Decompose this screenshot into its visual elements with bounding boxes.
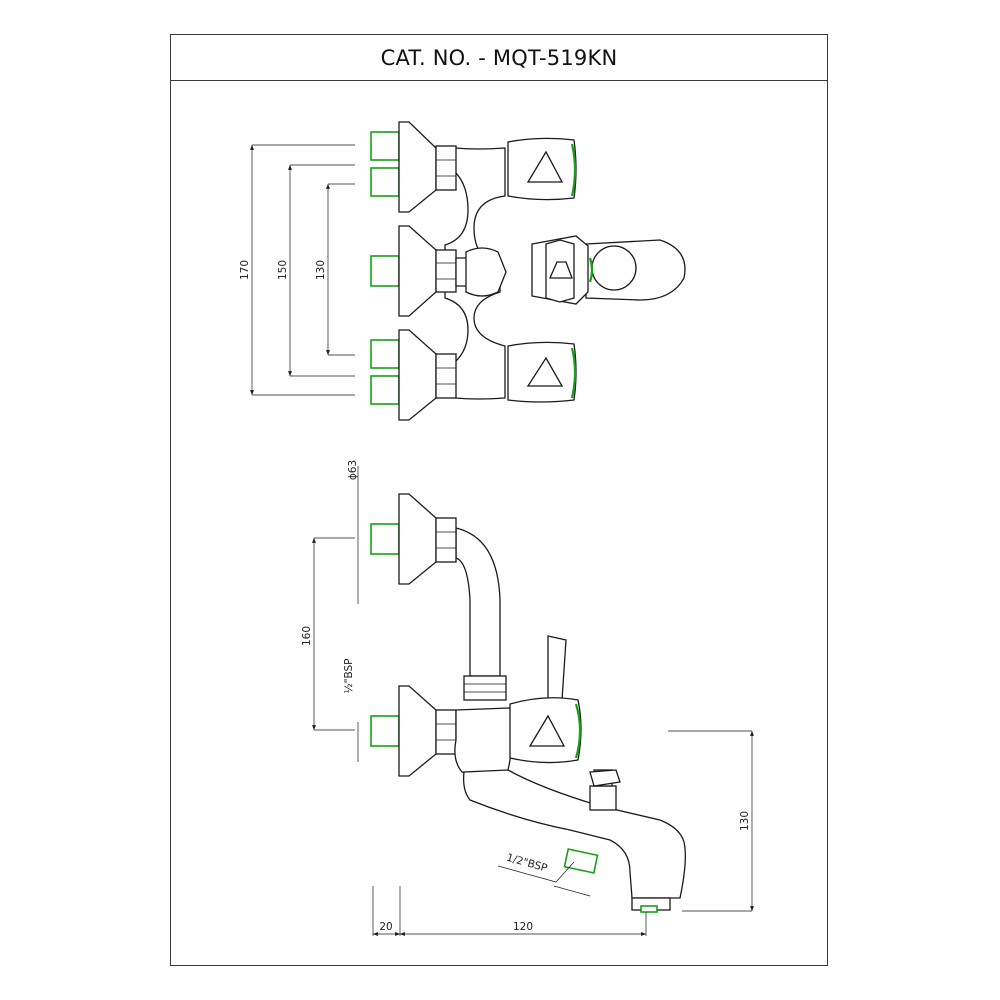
title-block: CAT. NO. - MQT-519KN: [171, 35, 827, 81]
top-diverter-handle[interactable]: [531, 235, 686, 305]
top-lower-fitting: [370, 329, 457, 421]
dim-label-120: 120: [513, 921, 533, 933]
drawing-sheet: CAT. NO. - MQT-519KN: [170, 34, 828, 966]
top-view: 170 150 130: [239, 121, 686, 421]
inlet-stub-upper-a: [370, 131, 400, 161]
catalog-number: CAT. NO. - MQT-519KN: [380, 45, 618, 70]
shower-outlet: [589, 769, 621, 811]
side-view: ɸ63 160 ½"BSP 130 1/2"BSP 20 120: [301, 460, 754, 936]
dim-label-outlet-thread: 1/2"BSP: [505, 852, 548, 875]
hex-nut: [435, 709, 457, 755]
dim-label-20: 20: [379, 921, 392, 933]
top-upper-fitting: [370, 121, 457, 213]
hex-nut: [435, 249, 457, 293]
mixer-body: [454, 707, 513, 777]
hex-nut: [435, 145, 457, 191]
union-nut: [463, 675, 507, 701]
inlet-stub-lower-a: [370, 339, 400, 369]
diverter-lever[interactable]: [547, 635, 567, 701]
lever-disc: [591, 245, 637, 291]
inlet-stub-side-upper: [370, 523, 400, 555]
dim-label-inlet-thread: ½"BSP: [343, 658, 355, 693]
dim-label-160: 160: [301, 626, 313, 646]
dim-label-diameter: ɸ63: [347, 460, 359, 480]
side-handle[interactable]: [509, 697, 582, 764]
top-lower-handle[interactable]: [507, 341, 577, 403]
side-upper-fitting: [370, 493, 457, 585]
hex-nut: [435, 517, 457, 563]
inlet-stub-lower-b: [370, 375, 400, 405]
bottom-outlet: [563, 848, 599, 874]
inlet-stub-middle: [370, 255, 400, 287]
dim-label-150: 150: [277, 260, 289, 280]
dim-label-spout-height: 130: [739, 811, 751, 831]
dim-label-170: 170: [239, 260, 251, 280]
inlet-stub-upper-b: [370, 167, 400, 197]
dim-label-130: 130: [315, 260, 327, 280]
inlet-stub-side-lower: [370, 715, 400, 747]
side-lower-fitting: [370, 685, 457, 777]
spout: [462, 769, 686, 899]
riser-pipe: [455, 527, 501, 677]
top-middle-fitting: [370, 225, 507, 317]
top-upper-handle[interactable]: [507, 137, 577, 201]
hex-nut: [435, 353, 457, 399]
